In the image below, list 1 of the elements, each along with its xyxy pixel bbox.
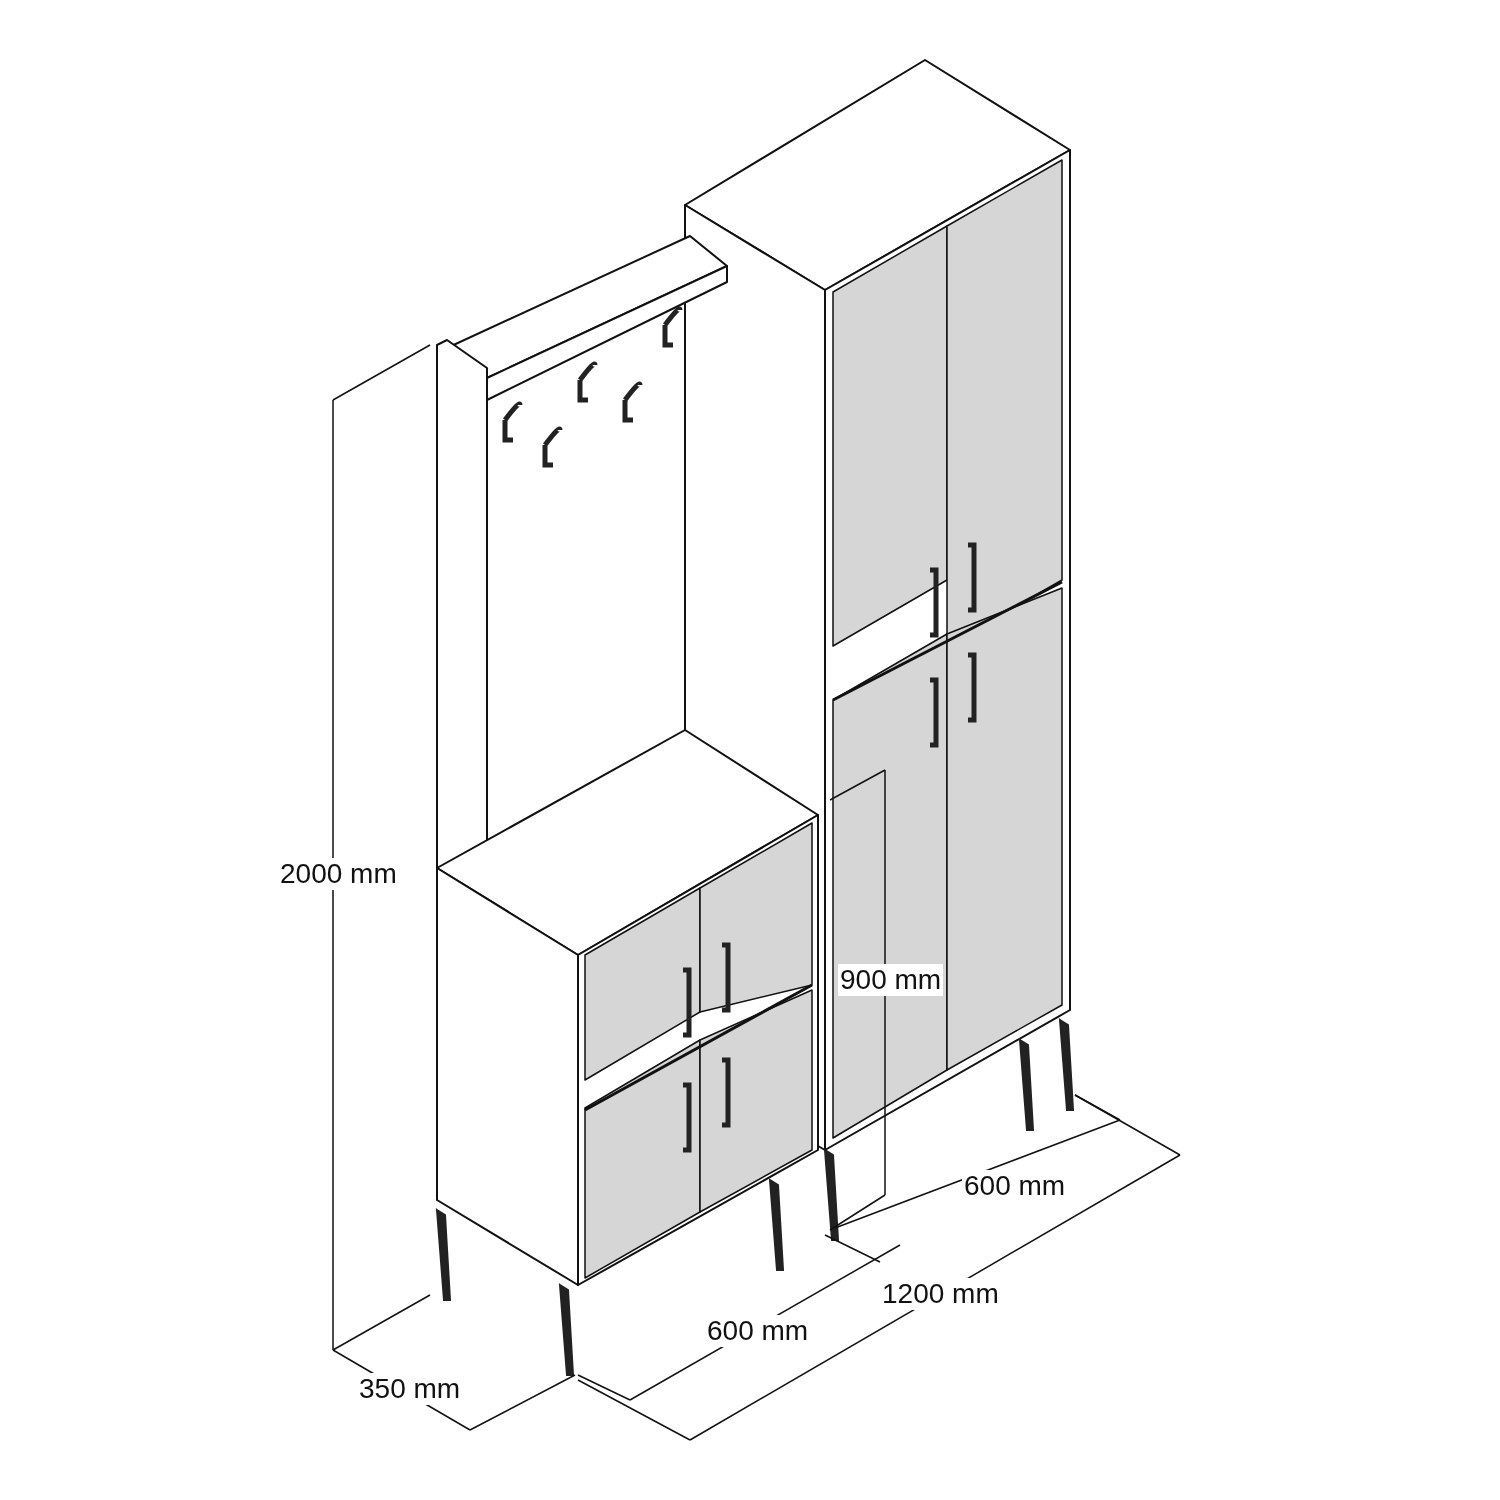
dimension-label: 900 mm — [838, 964, 944, 996]
